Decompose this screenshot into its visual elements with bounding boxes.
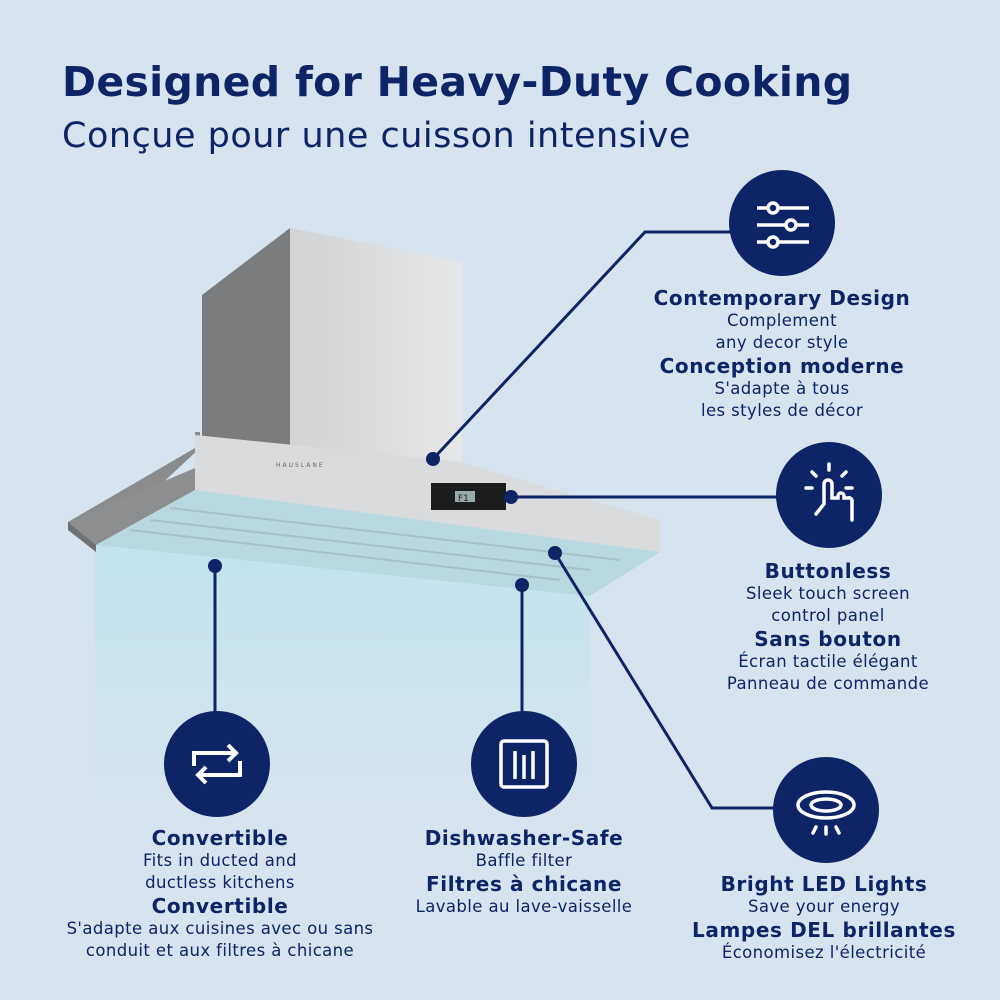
feature-desc: Baffle filter bbox=[475, 851, 573, 870]
convertible-icon bbox=[164, 711, 270, 817]
brand-logo: HAUSLANE bbox=[276, 462, 325, 469]
feature-led-lights: Bright LED Lights Save your energy Lampe… bbox=[692, 872, 956, 964]
feature-desc: Save your energy bbox=[748, 897, 900, 916]
feature-title: Bright LED Lights bbox=[720, 872, 928, 896]
feature-buttonless: Buttonless Sleek touch screen control pa… bbox=[727, 559, 929, 695]
feature-title: Convertible bbox=[151, 826, 289, 850]
feature-title-fr: Lampes DEL brillantes bbox=[692, 918, 956, 942]
sliders-icon bbox=[729, 170, 835, 276]
feature-title-fr: Filtres à chicane bbox=[425, 872, 622, 896]
feature-contemporary-design: Contemporary Design Complement any decor… bbox=[654, 286, 911, 422]
feature-desc: Sleek touch screen bbox=[745, 584, 910, 603]
feature-title: Contemporary Design bbox=[653, 286, 911, 310]
led-light-icon bbox=[773, 757, 879, 863]
feature-desc: Complement bbox=[726, 311, 838, 330]
touch-icon bbox=[776, 442, 882, 548]
feature-title-fr: Sans bouton bbox=[754, 627, 902, 651]
feature-title: Dishwasher-Safe bbox=[424, 826, 624, 850]
feature-dishwasher-safe: Dishwasher-Safe Baffle filter Filtres à … bbox=[416, 826, 633, 918]
feature-desc-fr: Écran tactile élégant bbox=[738, 652, 918, 671]
page-title: Designed for Heavy-Duty Cooking bbox=[62, 58, 853, 106]
feature-desc-fr: les styles de décor bbox=[700, 401, 864, 420]
feature-desc-fr: Panneau de commande bbox=[726, 674, 930, 693]
feature-title-fr: Conception moderne bbox=[659, 354, 905, 378]
feature-title: Buttonless bbox=[764, 559, 892, 583]
feature-desc-fr: S'adapte à tous bbox=[714, 379, 850, 398]
feature-desc: control panel bbox=[771, 606, 885, 625]
feature-desc: Fits in ducted and bbox=[142, 851, 298, 870]
feature-desc: any decor style bbox=[715, 333, 849, 352]
feature-desc-fr: S'adapte aux cuisines avec ou sans bbox=[66, 919, 374, 938]
feature-desc-fr: conduit et aux filtres à chicane bbox=[85, 941, 355, 960]
feature-title-fr: Convertible bbox=[151, 894, 289, 918]
page-subtitle: Conçue pour une cuisson intensive bbox=[62, 116, 691, 156]
feature-desc: ductless kitchens bbox=[145, 873, 295, 892]
feature-desc-fr: Économisez l'électricité bbox=[721, 943, 927, 962]
feature-desc-fr: Lavable au lave-vaisselle bbox=[415, 897, 633, 916]
baffle-filter-icon bbox=[471, 711, 577, 817]
display-readout: F1 bbox=[458, 494, 469, 504]
feature-convertible: Convertible Fits in ducted and ductless … bbox=[67, 826, 374, 962]
